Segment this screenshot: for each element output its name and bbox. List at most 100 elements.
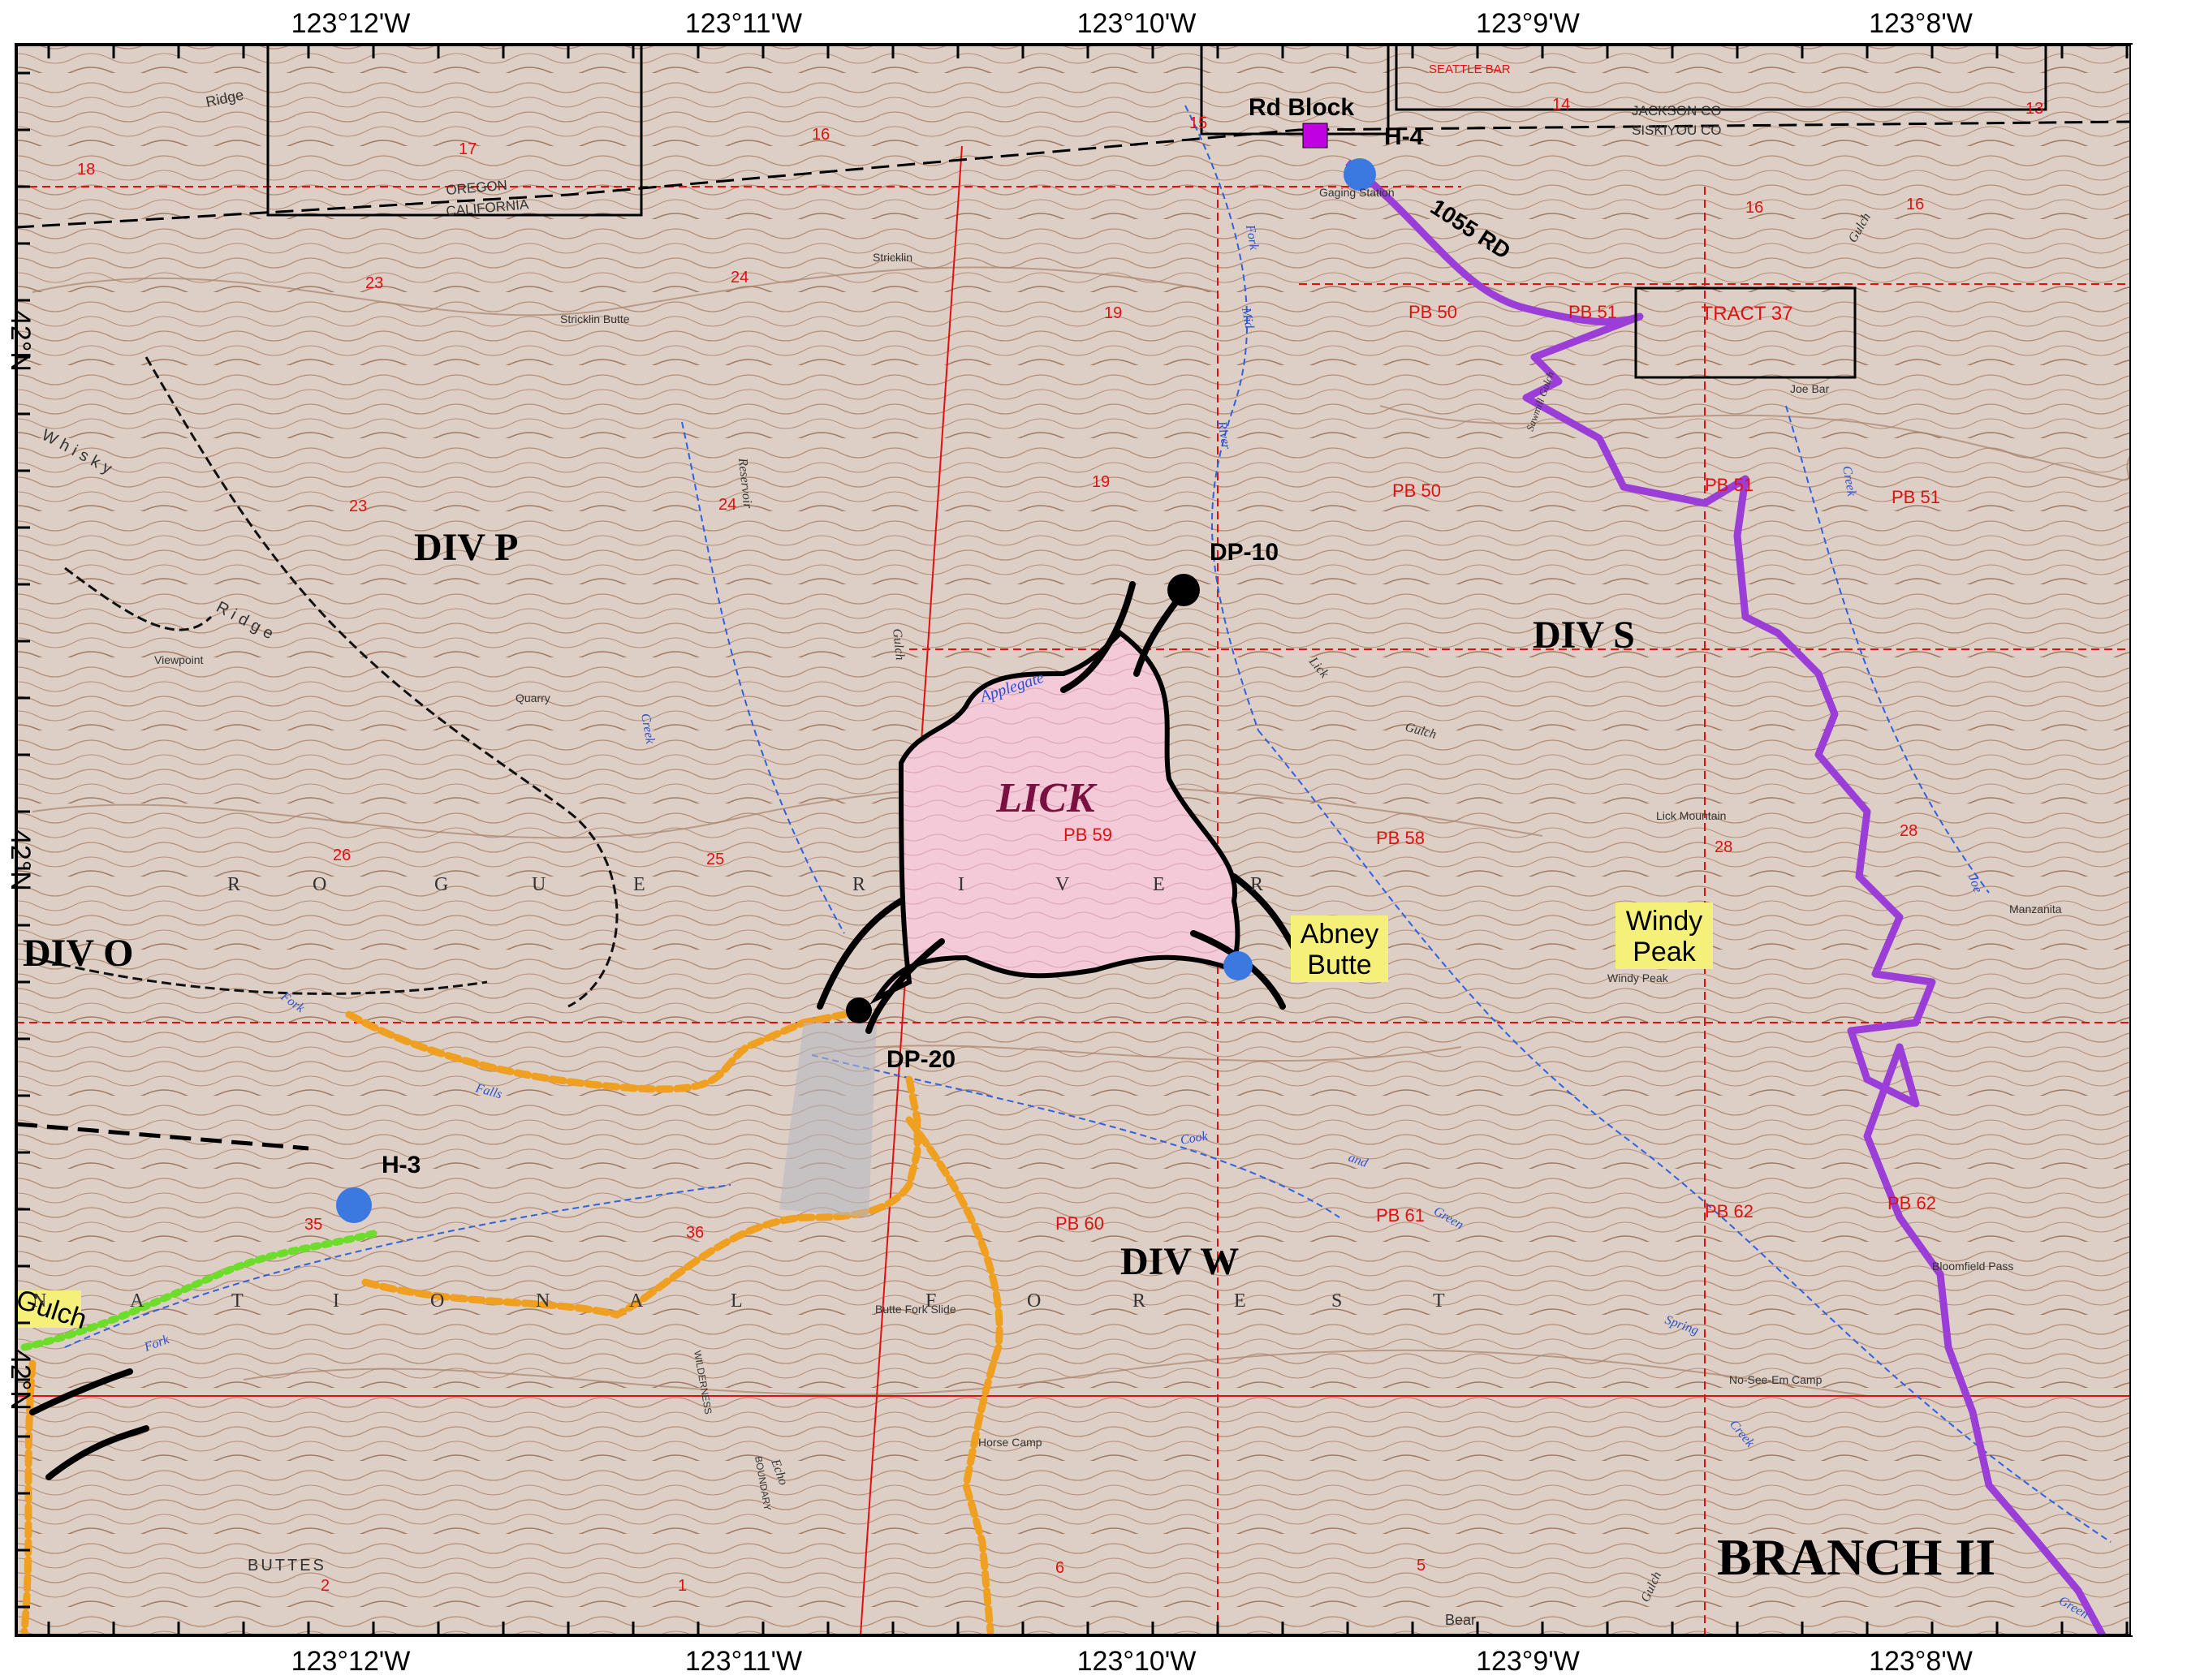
place-name: Gaging Station [1319,186,1395,199]
streams [64,105,2112,1543]
dp20-label: DP-20 [886,1046,955,1073]
spaced-letter: I [958,874,966,895]
place-name: Lick Mountain [1656,809,1726,822]
water-name: Fork [1243,223,1261,252]
h4-helispot-marker[interactable] [1344,158,1376,191]
spaced-letter: A [130,1290,145,1312]
div-w-label: DIV W [1120,1240,1239,1283]
pb-label: PB 61 [1376,1205,1425,1226]
section-number: 28 [1715,838,1732,856]
spaced-letter: E [633,874,647,895]
lon-bottom-3: 123°10'W [1077,1646,1197,1677]
tract-box [1634,286,1857,379]
spaced-letter: E [1234,1290,1248,1312]
hand-lines [20,1010,1003,1635]
spaced-letter: R [1250,874,1265,895]
place-name: Manzanita [2009,902,2062,915]
longitude-labels-bottom: 123°12'W 123°11'W 123°10'W 123°9'W 123°8… [291,1646,1973,1677]
water-name: Mid [1239,306,1257,330]
pb-label: PB 58 [1376,828,1425,848]
place-name: Horse Camp [978,1436,1042,1449]
contour-lines [32,266,2132,1397]
div-s-label: DIV S [1533,614,1635,657]
gray-area [779,1023,877,1217]
dp10-marker[interactable] [1167,574,1200,606]
pb-label: PB 50 [1408,302,1457,322]
branch-label: BRANCH II [1717,1528,1995,1586]
section-number: 5 [1417,1557,1426,1574]
pb-label: PB 51 [1705,475,1754,495]
spaced-letter: L [731,1290,744,1312]
section-number: 26 [333,846,351,864]
section-number: 19 [1104,304,1122,322]
place-name: Stricklin [873,251,912,264]
place-name: No-See-Em Camp [1729,1373,1823,1386]
section-number: 13 [2025,100,2043,118]
windy-label-2: Peak [1633,937,1696,967]
place-name: Viewpoint [154,653,204,666]
place-name: Joe Bar [1790,382,1830,395]
spaced-letter: I [333,1290,341,1312]
section-number: 6 [1055,1559,1064,1577]
spaced-letter: A [629,1290,645,1312]
section-number: 36 [686,1224,704,1242]
fire-perimeter[interactable] [869,630,1240,1005]
section-number: 16 [1906,196,1924,213]
trails [32,356,619,1008]
dp10-label: DP-10 [1210,539,1279,566]
section-number: 23 [365,274,383,292]
lon-top-2: 123°11'W [685,8,802,39]
section-number: 35 [304,1216,322,1234]
lon-top-4: 123°9'W [1476,8,1580,39]
place-name: SISKIYOU CO [1632,123,1722,138]
lon-bottom-5: 123°8'W [1869,1646,1973,1677]
place-name: Stricklin Butte [560,312,630,325]
fire-pb-label: PB 59 [1063,825,1112,845]
lat-left-2: 42°N [5,829,36,891]
place-name: Bloomfield Pass [1932,1260,2013,1273]
roadblock-marker[interactable] [1302,123,1328,149]
spaced-letter: O [430,1290,446,1312]
section-number: 23 [349,498,367,515]
pb-label: PB 62 [1705,1201,1754,1221]
water-name: Creek [638,713,657,746]
spaced-letter: V [1055,874,1071,895]
h3-helispot-marker[interactable] [336,1187,372,1223]
lon-top-1: 123°12'W [291,8,411,39]
place-name: JACKSON CO [1632,103,1722,118]
place-name: Butte Fork Slide [875,1303,956,1316]
div-p-label: DIV P [414,526,518,569]
place-name: BUTTES [248,1557,326,1574]
lon-bottom-1: 123°12'W [291,1646,411,1677]
place-name: Quarry [515,691,550,704]
section-number: 1 [678,1577,687,1595]
spaced-letter: F [925,1290,938,1312]
section-number: 2 [321,1577,330,1595]
dp20-marker[interactable] [846,997,872,1023]
spaced-letter: U [532,874,547,895]
water-name: Joe [1965,873,1985,895]
section-number: 15 [1189,114,1207,132]
spaced-letter: R [227,874,242,895]
place-name: Bear [1445,1612,1476,1628]
section-number: 14 [1552,96,1570,114]
longitude-labels-top: 123°12'W 123°11'W 123°10'W 123°9'W 123°8… [291,8,1973,39]
abney-butte-highlight [1291,915,1388,982]
spaced-letter: O [313,874,328,895]
lat-left-3: 42°N [5,1349,36,1411]
pb-label: PB 50 [1392,480,1441,501]
pb-label: PB 51 [1892,487,1940,507]
abney-butte-marker[interactable] [1223,951,1253,980]
spaced-letter: T [231,1290,245,1312]
section-number: 28 [1900,822,1917,840]
roadblock-label: Rd Block [1249,94,1354,121]
lat-left-1: 42°N [5,310,36,372]
right-margin [2131,45,2200,1635]
water-name: Cook [1180,1129,1210,1148]
water-name: Reservoir [735,457,755,510]
spaced-letter: R [852,874,867,895]
place-name: Windy Peak [1607,971,1669,984]
pb-label: PB 60 [1055,1213,1104,1234]
